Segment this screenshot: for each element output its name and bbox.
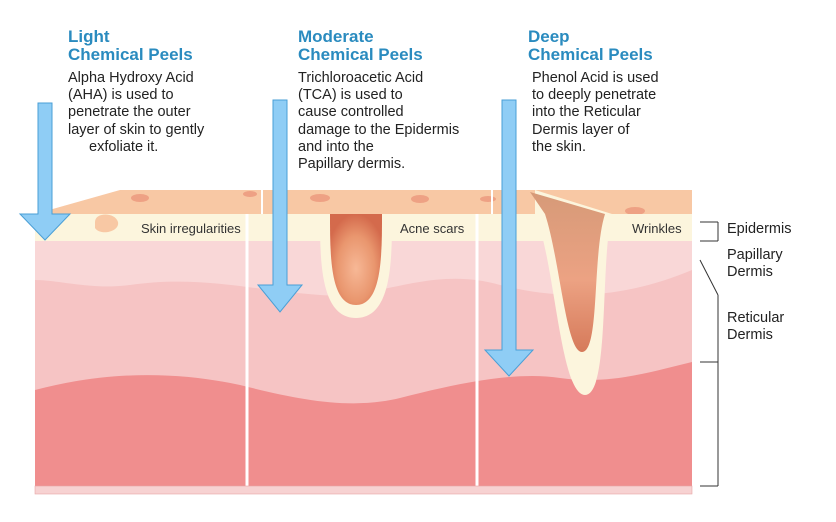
epidermis-label: Epidermis	[727, 221, 791, 238]
skin-irregularities-label: Skin irregularities	[139, 221, 243, 236]
deep-dermis-band	[35, 362, 692, 486]
desc-line: (TCA) is used to	[298, 87, 403, 104]
light-peel-arrow	[18, 102, 72, 241]
layer-bracket	[699, 259, 719, 296]
title-line: Chemical Peels	[68, 45, 193, 64]
desc-line: (AHA) is used to	[68, 87, 174, 104]
desc-line: penetrate the outer	[68, 104, 191, 121]
moderate-peel-arrow	[256, 99, 304, 313]
acne-scars-label: Acne scars	[398, 221, 467, 236]
desc-line: and into the	[298, 138, 374, 155]
desc-line: Phenol Acid is used	[532, 70, 659, 86]
pore	[243, 191, 257, 197]
layer-label-line: Papillary	[727, 247, 783, 263]
wrinkle	[530, 192, 605, 352]
title-line: Chemical Peels	[298, 45, 423, 64]
base-strip	[34, 485, 693, 495]
desc-line: into the Reticular	[532, 104, 641, 121]
desc-line: the skin.	[532, 138, 586, 155]
wrinkles-label: Wrinkles	[630, 221, 684, 236]
deep-peel-description: Phenol Acid is used to deeply penetrate …	[532, 70, 659, 156]
desc-line: Alpha Hydroxy Acid	[68, 70, 194, 86]
skin-surface	[35, 190, 692, 214]
desc-line: Trichloroacetic Acid	[298, 70, 424, 86]
reticular-dermis-label: Reticular Dermis	[727, 310, 784, 344]
layer-label-line: Dermis	[727, 264, 773, 280]
pore	[625, 207, 645, 215]
desc-line: Dermis layer of	[532, 121, 630, 138]
desc-line: to deeply penetrate	[532, 87, 657, 104]
layer-label-line: Epidermis	[727, 221, 792, 237]
desc-line: cause controlled	[298, 104, 404, 121]
pore	[480, 196, 496, 202]
desc-line: damage to the Epidermis	[298, 121, 460, 138]
title-line: Moderate	[298, 27, 374, 46]
layer-label-line: Reticular	[727, 310, 785, 326]
deep-peel-arrow	[483, 99, 535, 377]
title-line: Deep	[528, 27, 570, 46]
pore	[310, 194, 330, 202]
light-peel-title: Light Chemical Peels	[68, 28, 193, 64]
papillary-dermis-label: Papillary Dermis	[727, 247, 783, 281]
desc-line: layer of skin to gently	[68, 121, 205, 138]
desc-line: exfoliate it.	[89, 138, 159, 155]
desc-line: Papillary dermis.	[298, 156, 406, 173]
skin-irregularity	[95, 214, 119, 233]
layer-label-line: Dermis	[727, 327, 773, 343]
title-line: Light	[68, 27, 110, 46]
acne-scar	[330, 214, 382, 305]
title-line: Chemical Peels	[528, 45, 653, 64]
deep-peel-title: Deep Chemical Peels	[528, 28, 653, 64]
moderate-peel-title: Moderate Chemical Peels	[298, 28, 423, 64]
moderate-peel-description: Trichloroacetic Acid (TCA) is used to ca…	[298, 70, 459, 173]
pore	[131, 194, 149, 202]
pore	[411, 195, 429, 203]
light-peel-description: Alpha Hydroxy Acid (AHA) is used to pene…	[68, 70, 204, 156]
